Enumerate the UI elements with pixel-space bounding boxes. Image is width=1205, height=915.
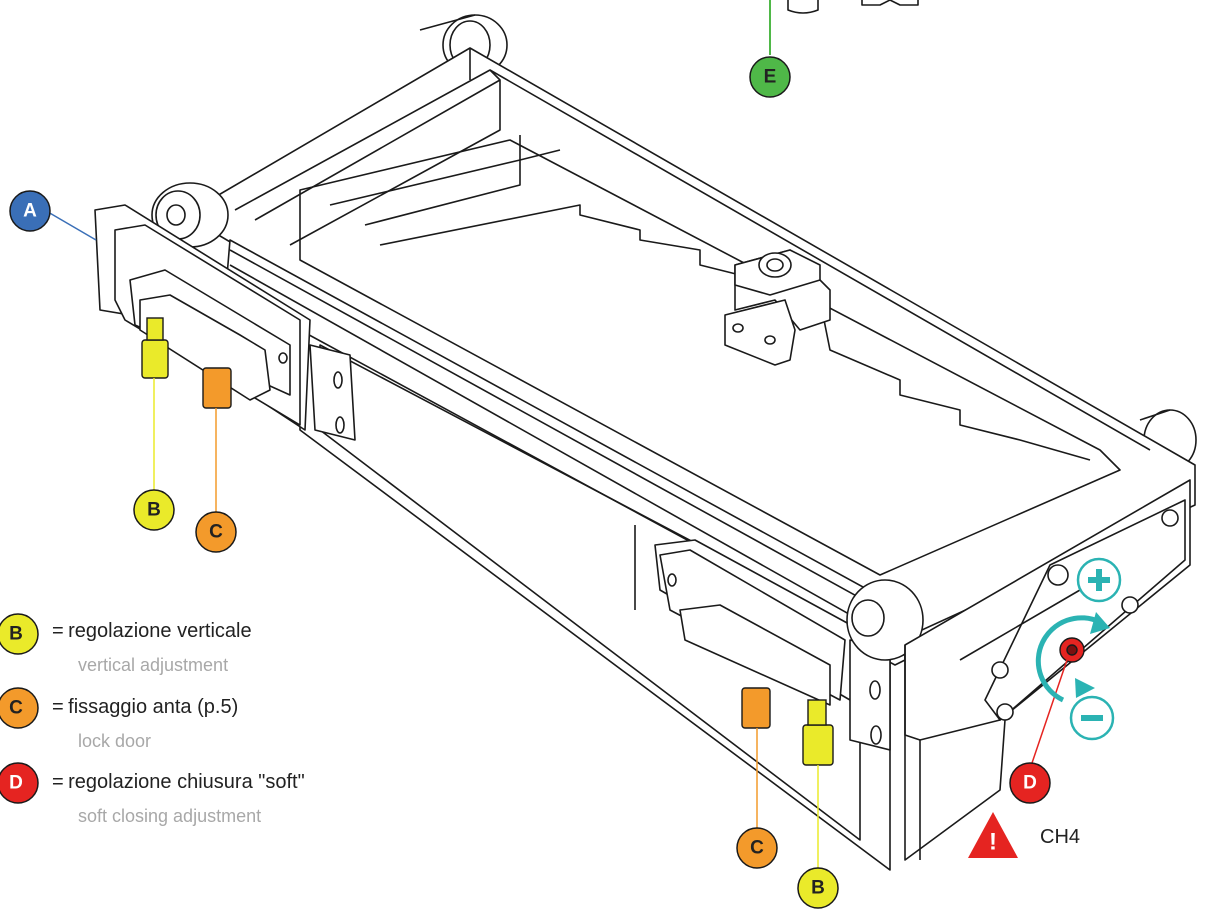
svg-text:D: D xyxy=(9,773,23,794)
legend-c: = fissaggio anta (p.5) xyxy=(52,696,238,719)
legend-b: = regolazione verticale xyxy=(52,620,252,643)
legend-b-label: regolazione verticale xyxy=(68,620,252,642)
legend-equals: = xyxy=(52,696,64,718)
svg-text:D: D xyxy=(1023,773,1037,794)
svg-text:A: A xyxy=(23,201,37,222)
adjust-arrow xyxy=(1035,615,1102,703)
svg-text:B: B xyxy=(811,878,825,899)
legend-b-sub: vertical adjustment xyxy=(78,655,229,675)
adjust-arrow-head-bottom xyxy=(1075,678,1095,698)
screw-c-left xyxy=(202,367,232,409)
legend-equals: = xyxy=(52,620,64,642)
mechanism-drawing xyxy=(94,0,1197,871)
soft-close-screw xyxy=(1059,637,1085,663)
svg-text:!: ! xyxy=(989,829,997,856)
legend-d-label: regolazione chiusura "soft" xyxy=(68,771,305,793)
svg-text:C: C xyxy=(9,698,23,719)
svg-text:C: C xyxy=(209,522,223,543)
right-end-plate xyxy=(904,479,1191,861)
middle-clamp xyxy=(309,344,356,441)
left-door-block xyxy=(94,204,311,431)
svg-text:B: B xyxy=(9,624,23,645)
warning-label: CH4 xyxy=(1040,826,1081,848)
screw-b-right xyxy=(802,699,834,766)
legend-badge-d: D xyxy=(0,762,39,804)
legend-badge-c: C xyxy=(0,687,39,729)
front-right-roller xyxy=(846,579,924,661)
legend-d: = regolazione chiusura "soft" xyxy=(52,771,305,794)
callout-a: A xyxy=(9,190,51,232)
roller-bracket xyxy=(724,249,831,366)
legend-d-sub: soft closing adjustment xyxy=(78,806,262,826)
callout-d: D xyxy=(1009,762,1051,804)
front-left-roller xyxy=(151,182,229,248)
minus-symbol xyxy=(1069,695,1115,741)
legend-c-sub: lock door xyxy=(78,731,152,751)
leader-a xyxy=(47,211,97,241)
callout-c-right: C xyxy=(736,827,778,869)
svg-text:C: C xyxy=(750,838,764,859)
right-door-block xyxy=(654,539,891,751)
legend-c-label: fissaggio anta (p.5) xyxy=(68,696,239,718)
plus-symbol xyxy=(1076,557,1122,603)
leader-d xyxy=(1031,659,1068,764)
adjust-arrow-head-top xyxy=(1090,612,1110,634)
callout-b-left: B xyxy=(133,489,175,531)
warning-icon: ! xyxy=(968,812,1018,858)
screw-c-right xyxy=(741,687,771,729)
inner-panel xyxy=(299,139,1121,576)
screw-b-left xyxy=(141,317,169,379)
svg-text:E: E xyxy=(764,67,777,88)
top-fittings xyxy=(787,0,919,14)
callout-b-right: B xyxy=(797,867,839,909)
callout-c-left: C xyxy=(195,511,237,553)
svg-text:B: B xyxy=(147,500,161,521)
legend-equals: = xyxy=(52,771,64,793)
callout-e: E xyxy=(749,56,791,98)
legend-badge-b: B xyxy=(0,613,39,655)
